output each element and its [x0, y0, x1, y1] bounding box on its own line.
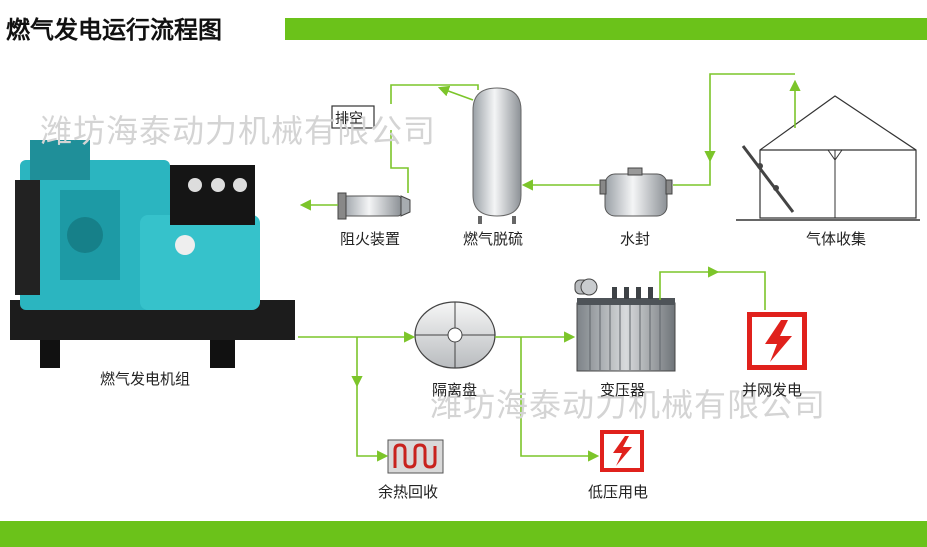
- exhaust-box: [331, 105, 375, 129]
- transformer-label: 变压器: [600, 381, 646, 399]
- generator-image: [10, 140, 295, 368]
- grid-label: 并网发电: [742, 381, 803, 399]
- flame-arrester-image: [337, 192, 411, 220]
- low-voltage-power-icon: [600, 430, 644, 472]
- flow-lines-top: [299, 73, 801, 211]
- watermark-bottom: 潍坊海泰动力机械有限公司: [430, 386, 827, 424]
- title-bar: [285, 18, 927, 40]
- transformer-image: [574, 278, 676, 372]
- grid-power-icon: [747, 312, 807, 370]
- heat-recovery-image: [387, 439, 444, 474]
- exhaust-label: 排空: [335, 111, 363, 127]
- flow-lines-bottom: [298, 266, 766, 462]
- desulfurization-tank-image: [472, 87, 522, 224]
- separator-label: 隔离盘: [432, 381, 478, 399]
- water-seal-image: [599, 167, 673, 217]
- flame-arrester-label: 阻火装置: [340, 230, 401, 248]
- watermark-top: 潍坊海泰动力机械有限公司: [40, 112, 437, 150]
- gas-collection-label: 气体收集: [806, 230, 867, 248]
- generator-label: 燃气发电机组: [100, 370, 191, 388]
- bottom-bar: [0, 521, 927, 547]
- page-title: 燃气发电运行流程图: [6, 16, 222, 44]
- gas-collection-image: [736, 95, 920, 221]
- desulfurization-label: 燃气脱硫: [463, 230, 524, 248]
- heat-recovery-label: 余热回收: [378, 483, 439, 501]
- separator-disk-image: [414, 301, 496, 369]
- water-seal-label: 水封: [620, 230, 651, 248]
- low-voltage-label: 低压用电: [588, 483, 649, 501]
